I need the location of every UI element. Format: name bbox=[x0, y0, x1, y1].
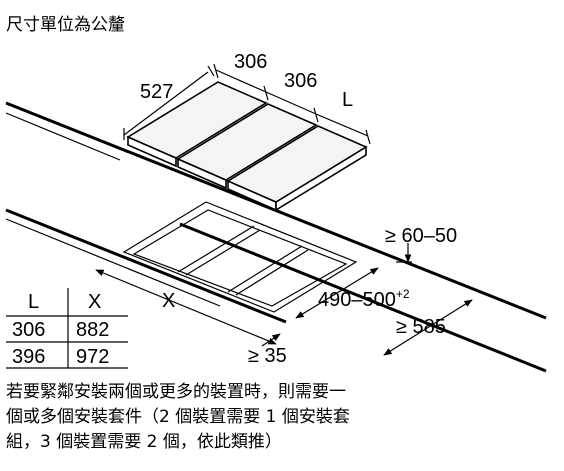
dim-width-1: 306 bbox=[213, 51, 269, 101]
table-header-l: L bbox=[28, 291, 39, 313]
installation-note: 若要緊鄰安裝兩個或更多的裝置時，則需要一 個或多個安裝套件（2 個裝置需要 1 … bbox=[6, 382, 350, 452]
depth-label: 527 bbox=[140, 81, 173, 103]
dim-width-2: 306 bbox=[265, 70, 319, 123]
note-line-3: 組，3 個裝置需要 2 個，依此類推） bbox=[6, 432, 282, 452]
width2-label: 306 bbox=[284, 70, 317, 92]
min-depth-label: ≥ 585 bbox=[396, 316, 446, 338]
width-var-label: L bbox=[342, 89, 353, 111]
hob-plate-2 bbox=[176, 103, 318, 181]
table-cell-r2-l: 396 bbox=[12, 346, 45, 368]
hob-plate-3 bbox=[226, 125, 368, 203]
table-cell-r1-l: 306 bbox=[12, 319, 45, 341]
table-header-x: X bbox=[88, 291, 101, 313]
hob-units bbox=[126, 81, 368, 212]
dim-min-depth: ≥ 585 bbox=[383, 299, 473, 356]
dim-cutout-depth: 490–500+2 bbox=[295, 267, 410, 319]
dim-depth: 527 bbox=[123, 65, 215, 140]
dimension-table: L X 306 882 396 972 bbox=[6, 288, 128, 369]
cutout-depth-label: 490–500+2 bbox=[318, 287, 410, 311]
table-cell-r2-x: 972 bbox=[76, 346, 109, 368]
dim-cutout-width: X bbox=[95, 269, 277, 345]
hob-plate-1 bbox=[126, 81, 268, 159]
dim-width-var: L bbox=[315, 89, 371, 145]
width1-label: 306 bbox=[234, 51, 267, 73]
clearance-front-label: ≥ 60–50 bbox=[385, 225, 457, 247]
min-edge-label: ≥ 35 bbox=[248, 345, 287, 367]
note-line-2: 個或多個安裝套件（2 個裝置需要 1 個安裝套 bbox=[6, 407, 350, 427]
cutout-width-label: X bbox=[162, 290, 175, 312]
note-line-1: 若要緊鄰安裝兩個或更多的裝置時，則需要一 bbox=[6, 382, 346, 402]
dim-clearance-front: ≥ 60–50 bbox=[385, 225, 457, 263]
dim-min-edge: ≥ 35 bbox=[248, 333, 287, 367]
units-title: 尺寸單位為公釐 bbox=[6, 15, 125, 35]
table-cell-r1-x: 882 bbox=[76, 319, 109, 341]
